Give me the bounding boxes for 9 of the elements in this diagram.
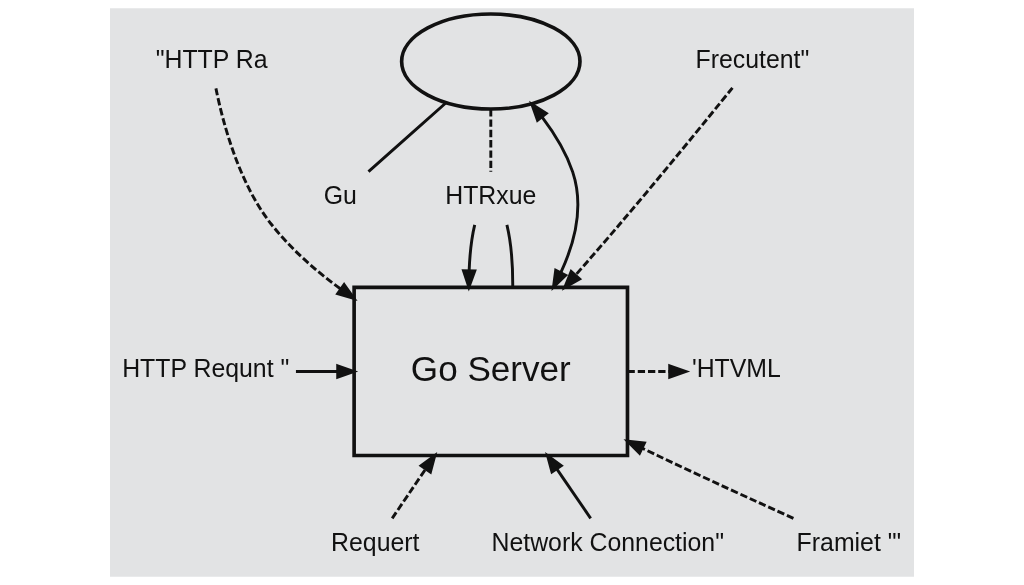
node-text: HTRxue (445, 182, 537, 210)
node-text: Requert (331, 528, 420, 556)
node-text: HTTP Requnt " (122, 355, 290, 383)
node-text: Framiet "' (796, 528, 902, 556)
node-text: "HTTP Ra (155, 45, 268, 73)
node-text: Frecutent" (695, 45, 810, 73)
node-text: Gu (323, 182, 357, 210)
node-text: Network Connection" (491, 528, 725, 556)
node-text: 'HTVML (691, 355, 781, 383)
